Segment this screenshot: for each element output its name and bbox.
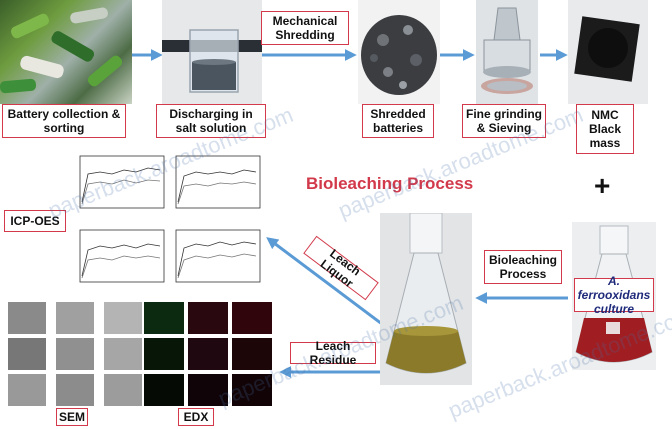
icp-label-text: ICP-OES bbox=[10, 214, 60, 228]
edx-column-3 bbox=[232, 302, 272, 406]
culture-label-text: A. ferrooxidans culture bbox=[577, 274, 651, 316]
beaker-photo bbox=[162, 0, 262, 104]
step-label-discharging-text: Discharging in salt solution bbox=[169, 107, 253, 135]
black-powder-photo bbox=[568, 0, 648, 104]
shredded-pile-photo bbox=[358, 0, 440, 104]
bioleaching-process-arrow-text: Bioleaching Process bbox=[488, 253, 557, 281]
sem-column-2 bbox=[56, 302, 94, 406]
bioleach-flask-photo bbox=[380, 213, 472, 385]
icp-chart-2 bbox=[175, 155, 261, 209]
step-label-battery: Battery collection & sorting bbox=[2, 104, 126, 138]
edx-images bbox=[144, 302, 272, 406]
step-label-battery-text: Battery collection & sorting bbox=[7, 107, 121, 135]
icp-chart-4 bbox=[175, 229, 261, 283]
analysis-label-icp: ICP-OES bbox=[4, 210, 66, 232]
edx-label-text: EDX bbox=[183, 410, 209, 424]
step-label-grinding-text: Fine grinding & Sieving bbox=[466, 107, 542, 135]
step-label-nmc: NMC Black mass bbox=[576, 104, 634, 154]
sem-label-text: SEM bbox=[59, 410, 86, 424]
step-label-discharging: Discharging in salt solution bbox=[156, 104, 266, 138]
sieve-photo bbox=[476, 0, 538, 104]
step-label-grinding: Fine grinding & Sieving bbox=[462, 104, 546, 138]
arrow-label-leach-residue: Leach Residue bbox=[290, 339, 376, 367]
mechanical-shredding-text: Mechanical Shredding bbox=[272, 14, 338, 42]
step-label-nmc-text: NMC Black mass bbox=[588, 108, 622, 150]
icp-charts bbox=[79, 155, 261, 283]
battery-pile-photo bbox=[0, 0, 132, 104]
leach-residue-text: Leach Residue bbox=[309, 339, 357, 367]
icp-chart-3 bbox=[79, 229, 165, 283]
plus-sign: + bbox=[594, 170, 611, 201]
culture-label: A. ferrooxidans culture bbox=[574, 274, 654, 316]
analysis-label-sem: SEM bbox=[56, 408, 88, 426]
arrow-label-bioleaching-process: Bioleaching Process bbox=[484, 250, 562, 284]
arrow-label-mechanical-shredding: Mechanical Shredding bbox=[261, 11, 349, 45]
edx-column-2 bbox=[188, 302, 228, 406]
sem-images bbox=[8, 302, 142, 406]
sem-column-3 bbox=[104, 302, 142, 406]
arrow-leach-liquor bbox=[266, 237, 391, 332]
sem-column-1 bbox=[8, 302, 46, 406]
step-label-shredded-text: Shredded batteries bbox=[370, 107, 426, 135]
edx-column-1 bbox=[144, 302, 184, 406]
icp-chart-1 bbox=[79, 155, 165, 209]
step-label-shredded: Shredded batteries bbox=[362, 104, 434, 138]
analysis-label-edx: EDX bbox=[178, 408, 214, 426]
diagram-title: Bioleaching Process bbox=[306, 174, 474, 193]
